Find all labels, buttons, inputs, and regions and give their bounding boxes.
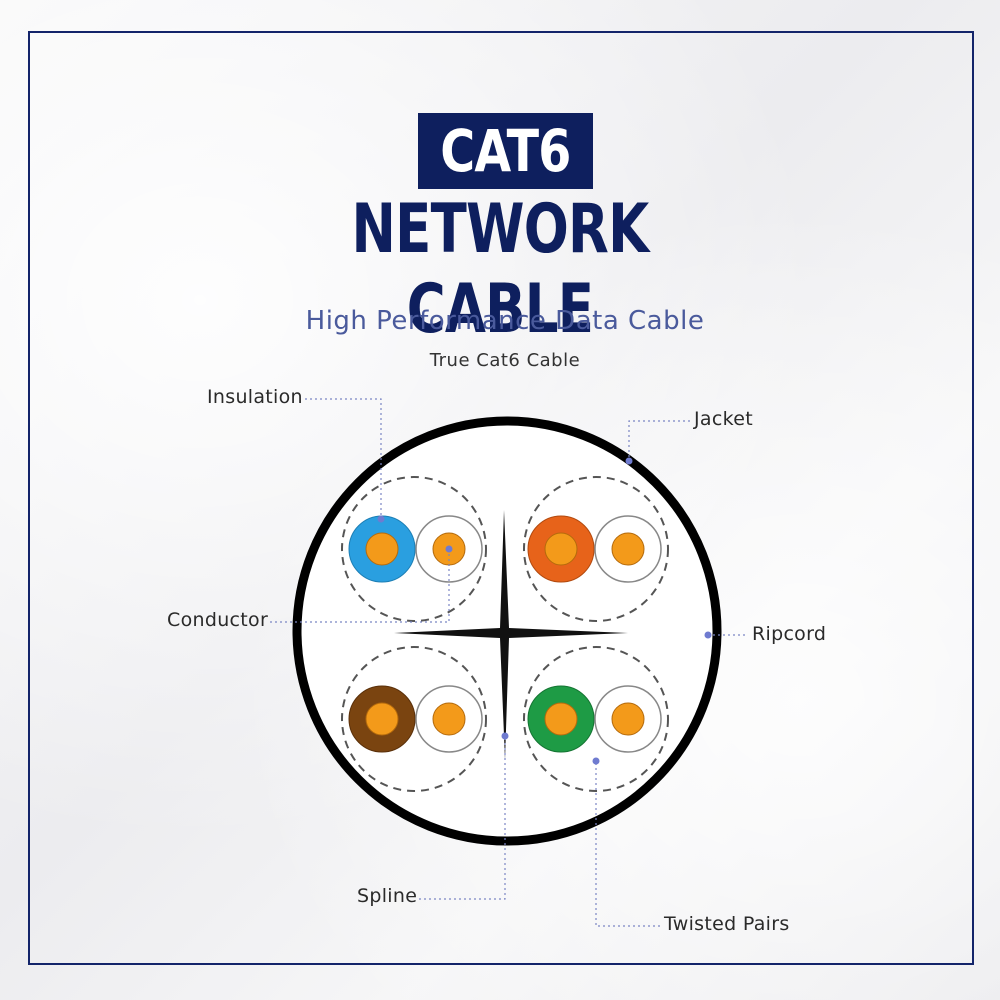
conductor-brown <box>365 702 399 736</box>
leader-insulation <box>305 398 382 519</box>
conductor-white-green <box>611 702 645 736</box>
dot-spline <box>501 732 509 740</box>
conductor-green <box>544 702 578 736</box>
pair-shield-bottom-right <box>523 646 669 792</box>
tagline: True Cat6 Cable <box>429 350 581 371</box>
pair-shield-top-right <box>523 476 669 622</box>
border-frame <box>28 31 974 965</box>
dot-conductor <box>445 545 453 553</box>
leader-spline <box>419 736 506 900</box>
leader-jacket <box>628 420 690 461</box>
label-twisted-pairs: Twisted Pairs <box>664 913 790 935</box>
dot-jacket <box>625 457 633 465</box>
conductor-blue <box>365 532 399 566</box>
cat6-badge: CAT6 <box>418 113 593 189</box>
dot-insulation <box>377 515 385 523</box>
page-title: NETWORK CABLE <box>200 190 800 349</box>
label-jacket: Jacket <box>694 408 753 430</box>
pair-shield-bottom-left <box>341 646 487 792</box>
label-conductor: Conductor <box>167 609 269 631</box>
label-spline: Spline <box>357 885 418 907</box>
cat6-badge-text: CAT6 <box>440 117 571 185</box>
label-ripcord: Ripcord <box>752 623 827 645</box>
conductor-white-brown <box>432 702 466 736</box>
label-insulation: Insulation <box>207 386 303 408</box>
dot-twisted-pairs <box>592 757 600 765</box>
dot-ripcord <box>704 631 712 639</box>
conductor-white-orange <box>611 532 645 566</box>
spline-cross <box>394 510 628 760</box>
pair-shield-top-left <box>341 476 487 622</box>
conductor-orange <box>544 532 578 566</box>
page-title-text: NETWORK CABLE <box>351 190 650 349</box>
leader-twisted-pairs <box>595 761 660 927</box>
subtitle: High Performance Data Cable <box>305 306 705 336</box>
